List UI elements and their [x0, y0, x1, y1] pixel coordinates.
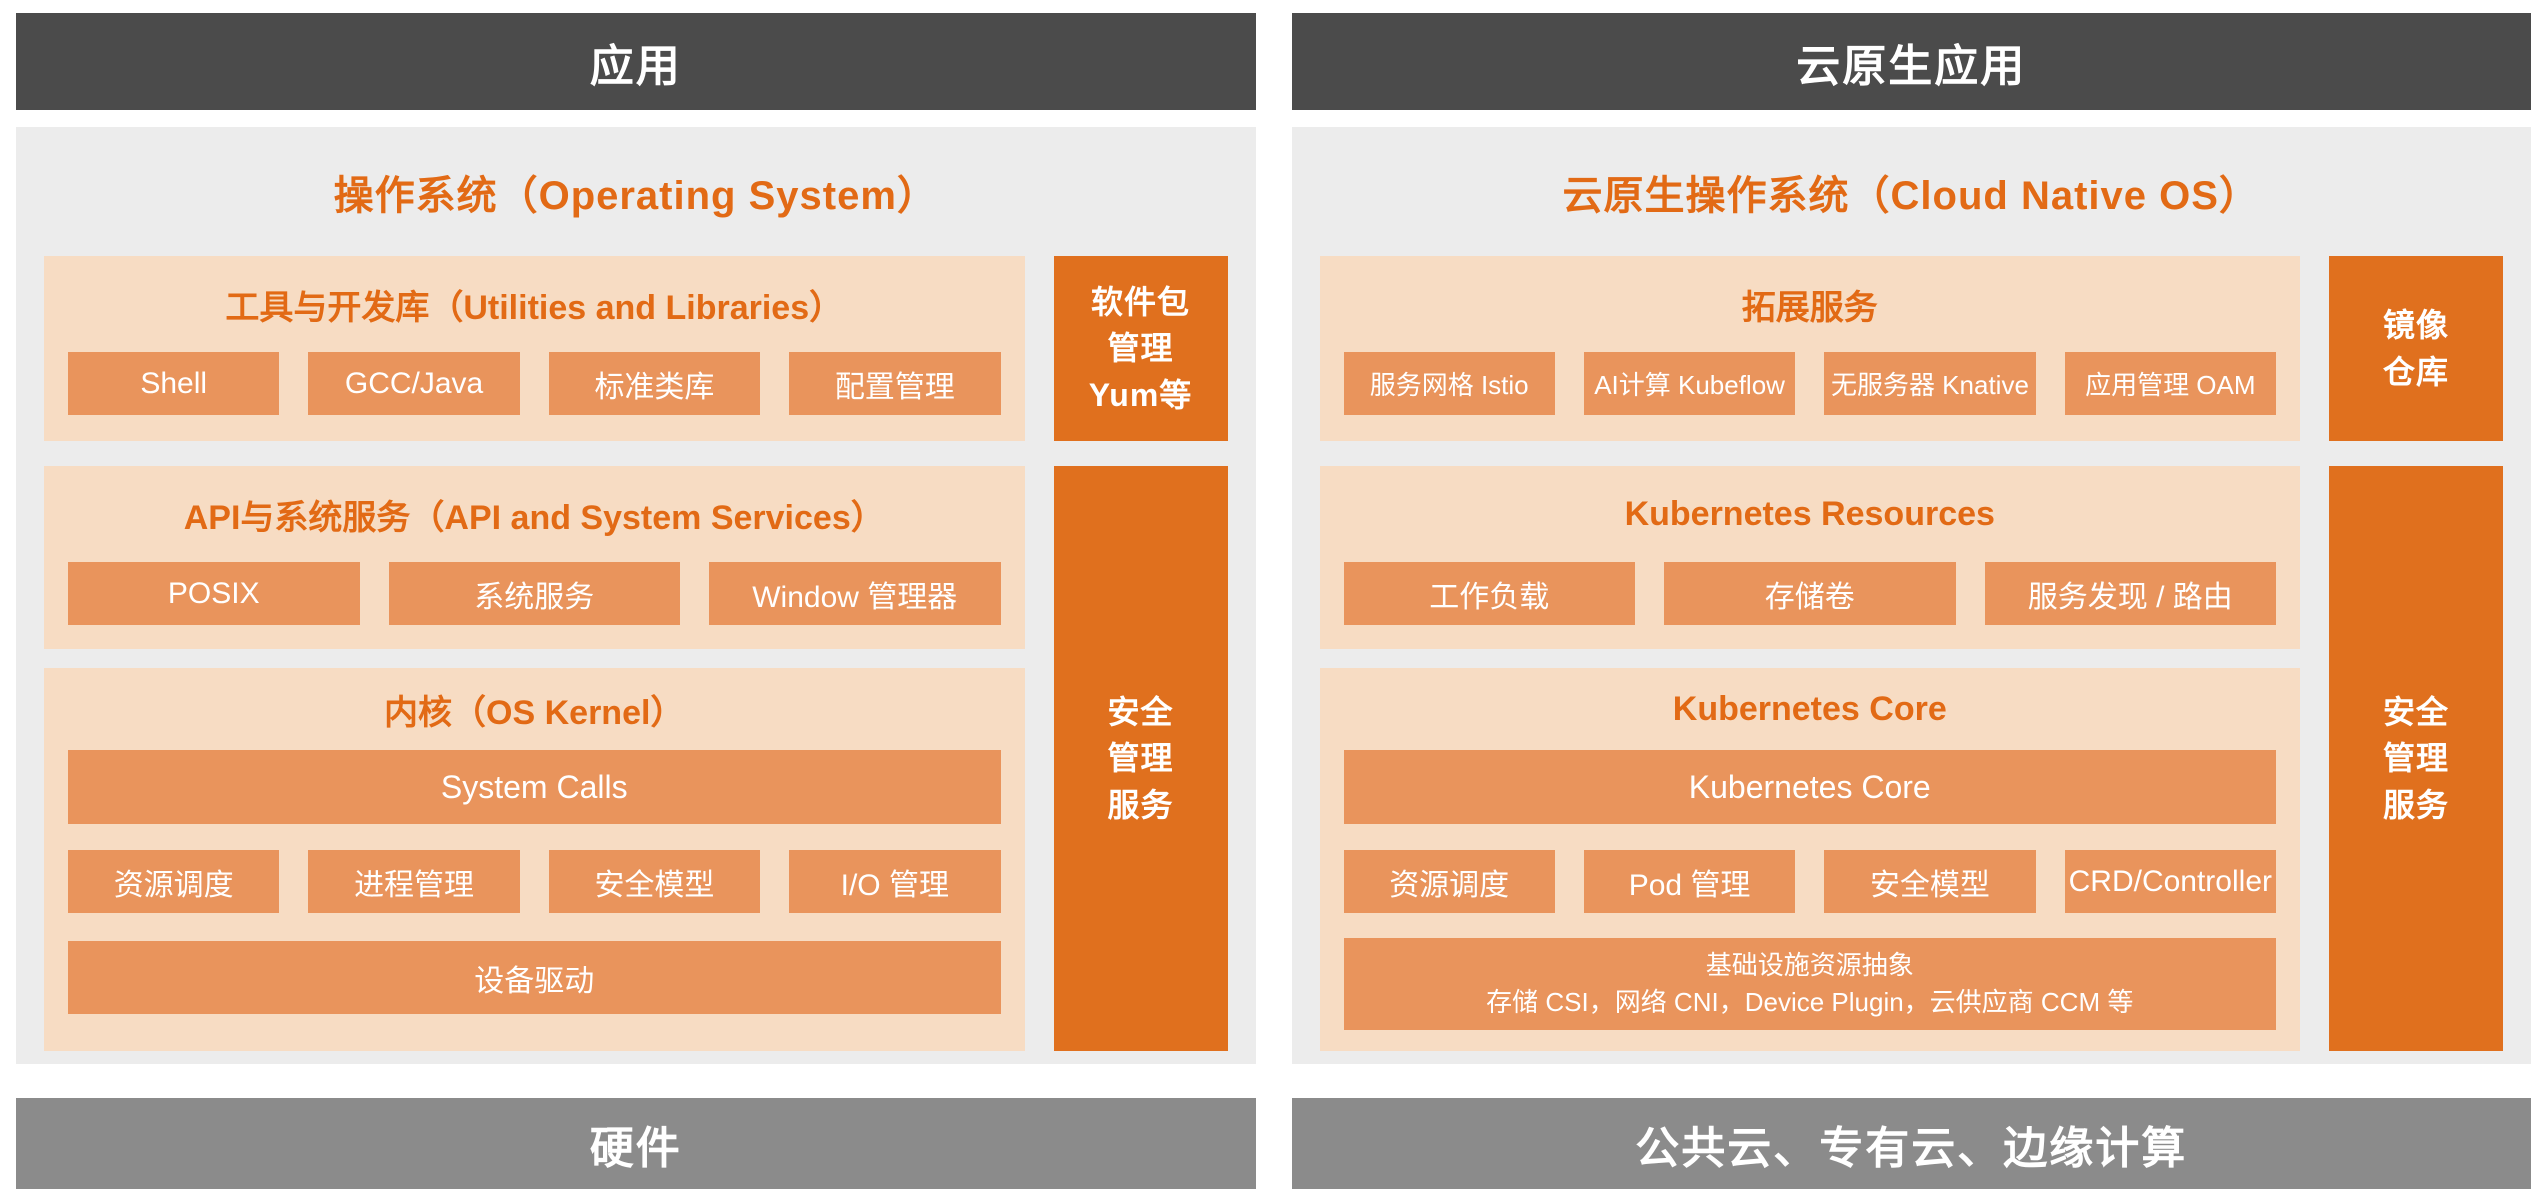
device-driver-bar: 设备驱动	[68, 941, 1001, 1014]
os-panel: 操作系统（Operating System） 工具与开发库（Utilities …	[16, 127, 1256, 1064]
package-mgmt-block: 软件包 管理 Yum等	[1053, 256, 1228, 441]
os-main-area: 工具与开发库（Utilities and Libraries） Shell GC…	[44, 256, 1025, 1051]
section-kernel-title: 内核（OS Kernel）	[384, 693, 685, 732]
section-extended-title: 拓展服务	[1741, 288, 1878, 327]
image-registry-block: 镜像 仓库	[2329, 256, 2503, 441]
cloud-native-panel-title: 云原生操作系统（Cloud Native OS）	[1562, 173, 2260, 218]
section-utilities: 工具与开发库（Utilities and Libraries） Shell GC…	[44, 256, 1025, 441]
os-side-column: 软件包 管理 Yum等 安全 管理 服务	[1053, 256, 1228, 1051]
chip-resource-scheduling: 资源调度	[68, 850, 280, 913]
cloud-native-column: 云原生应用 云原生操作系统（Cloud Native OS） 拓展服务 服务网格…	[1291, 13, 2531, 1189]
section-k8s-resources-title: Kubernetes Resources	[1624, 494, 1995, 533]
extended-chip-row: 服务网格 Istio AI计算 Kubeflow 无服务器 Knative 应用…	[1343, 352, 2276, 415]
section-api-services: API与系统服务（API and System Services） POSIX …	[44, 466, 1025, 649]
chip-posix: POSIX	[68, 562, 360, 625]
section-k8s-core-title: Kubernetes Core	[1672, 689, 1947, 728]
infra-abstraction-line1: 基础设施资源抽象	[1705, 950, 1914, 981]
k8s-core-chip-row: 资源调度 Pod 管理 安全模型 CRD/Controller	[1343, 850, 2276, 913]
cloud-native-main-area: 拓展服务 服务网格 Istio AI计算 Kubeflow 无服务器 Knati…	[1319, 256, 2300, 1051]
chip-io-mgmt: I/O 管理	[789, 850, 1001, 913]
api-chip-row: POSIX 系统服务 Window 管理器	[68, 562, 1001, 625]
left-header-band: 应用	[16, 13, 1256, 110]
os-column: 应用 操作系统（Operating System） 工具与开发库（Utiliti…	[16, 13, 1256, 1189]
chip-knative: 无服务器 Knative	[1824, 352, 2036, 415]
right-header-band: 云原生应用	[1291, 13, 2531, 110]
chip-security-model-k8s: 安全模型	[1824, 850, 2036, 913]
os-panel-title: 操作系统（Operating System）	[333, 173, 938, 218]
section-api-title: API与系统服务（API and System Services）	[183, 498, 885, 537]
chip-config-mgmt: 配置管理	[789, 352, 1001, 415]
cloud-native-panel-body: 拓展服务 服务网格 Istio AI计算 Kubeflow 无服务器 Knati…	[1319, 256, 2503, 1051]
chip-storage-volumes: 存储卷	[1664, 562, 1956, 625]
section-utilities-title: 工具与开发库（Utilities and Libraries）	[225, 288, 844, 327]
chip-standard-libs: 标准类库	[548, 352, 761, 415]
system-calls-bar: System Calls	[68, 750, 1001, 824]
chip-pod-mgmt: Pod 管理	[1583, 850, 1796, 913]
chip-workloads: 工作负载	[1343, 562, 1635, 625]
chip-service-discovery: 服务发现 / 路由	[1984, 562, 2276, 625]
security-mgmt-block-right: 安全 管理 服务	[2329, 466, 2503, 1051]
right-footer-band: 公共云、专有云、边缘计算	[1291, 1098, 2531, 1189]
k8s-resources-chip-row: 工作负载 存储卷 服务发现 / 路由	[1343, 562, 2276, 625]
kernel-chip-row: 资源调度 进程管理 安全模型 I/O 管理	[68, 850, 1001, 913]
infra-abstraction-line2: 存储 CSI，网络 CNI，Device Plugin，云供应商 CCM 等	[1486, 987, 2134, 1017]
k8s-core-bar: Kubernetes Core	[1343, 750, 2276, 824]
left-footer-band: 硬件	[16, 1098, 1256, 1189]
chip-shell: Shell	[68, 352, 280, 415]
section-k8s-core: Kubernetes Core Kubernetes Core 资源调度 Pod…	[1319, 668, 2300, 1051]
chip-istio: 服务网格 Istio	[1343, 352, 1555, 415]
section-extended-services: 拓展服务 服务网格 Istio AI计算 Kubeflow 无服务器 Knati…	[1319, 256, 2300, 441]
section-k8s-resources: Kubernetes Resources 工作负载 存储卷 服务发现 / 路由	[1319, 466, 2300, 649]
cloud-native-side-column: 镜像 仓库 安全 管理 服务	[2329, 256, 2503, 1051]
chip-window-manager: Window 管理器	[709, 562, 1001, 625]
utilities-chip-row: Shell GCC/Java 标准类库 配置管理	[68, 352, 1001, 415]
chip-resource-scheduling-k8s: 资源调度	[1343, 850, 1555, 913]
cloud-native-panel: 云原生操作系统（Cloud Native OS） 拓展服务 服务网格 Istio…	[1291, 127, 2531, 1064]
security-mgmt-block-left: 安全 管理 服务	[1053, 466, 1228, 1051]
chip-system-services: 系统服务	[388, 562, 680, 625]
chip-kubeflow: AI计算 Kubeflow	[1583, 352, 1796, 415]
chip-crd-controller: CRD/Controller	[2064, 850, 2276, 913]
section-kernel: 内核（OS Kernel） System Calls 资源调度 进程管理 安全模…	[44, 668, 1025, 1051]
chip-security-model: 安全模型	[548, 850, 761, 913]
chip-gcc-java: GCC/Java	[308, 352, 520, 415]
os-panel-body: 工具与开发库（Utilities and Libraries） Shell GC…	[44, 256, 1228, 1051]
chip-process-mgmt: 进程管理	[308, 850, 520, 913]
chip-oam: 应用管理 OAM	[2064, 352, 2276, 415]
infra-abstraction-bar: 基础设施资源抽象 存储 CSI，网络 CNI，Device Plugin，云供应…	[1343, 938, 2276, 1030]
